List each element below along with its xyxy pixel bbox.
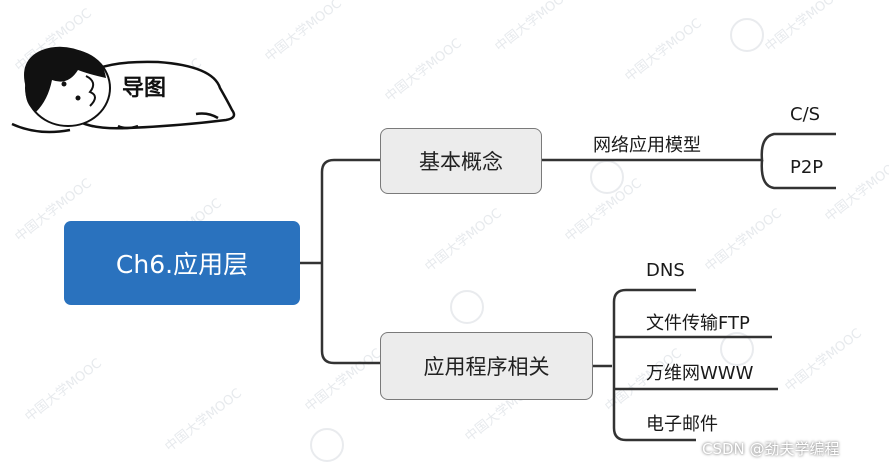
leaf-email[interactable]: 电子邮件 [646, 414, 718, 435]
header-title: 导图 [122, 76, 167, 101]
leaf-ftp[interactable]: 文件传输FTP [646, 313, 750, 334]
leaf-www[interactable]: 万维网WWW [646, 363, 754, 384]
subtopic-network-app-model[interactable]: 网络应用模型 [593, 135, 701, 156]
mascot-image [8, 40, 240, 140]
model-to-cs-line [746, 132, 836, 162]
csdn-credit: CSDN @劲夫学编程 [702, 440, 840, 458]
topic-application-programs[interactable]: 应用程序相关 [380, 332, 593, 400]
leaf-cs[interactable]: C/S [790, 104, 821, 125]
model-to-p2p-line [760, 159, 836, 190]
leaf-dns-line [612, 288, 696, 442]
topic-basic-concepts[interactable]: 基本概念 [380, 128, 542, 194]
leaf-p2p[interactable]: P2P [790, 157, 824, 178]
branch-connector [320, 158, 380, 365]
leaf-dns[interactable]: DNS [646, 260, 685, 281]
root-node[interactable]: Ch6.应用层 [64, 221, 300, 305]
